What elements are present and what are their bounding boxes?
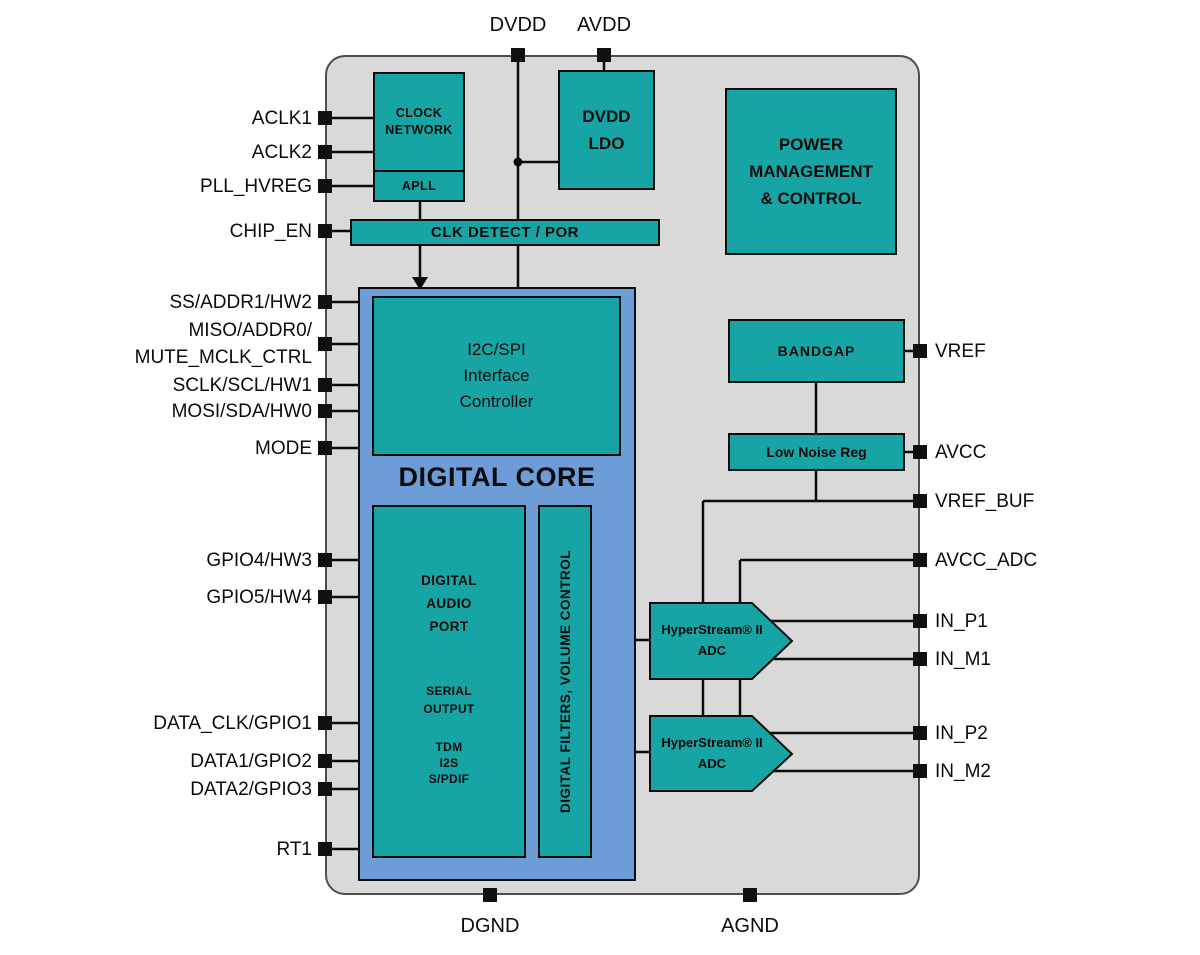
pin-pad-agnd [743,888,757,902]
pin-pad-in-p2 [913,726,927,740]
pin-pad-dvdd [511,48,525,62]
pin-pad-in-m2 [913,764,927,778]
pin-pad-aclk2 [318,145,332,159]
adc2-shape [649,715,794,792]
bandgap-block: BANDGAP [728,319,905,383]
pin-label-data-clk-gpio1: DATA_CLK/GPIO1 [153,713,312,734]
pin-label-avcc: AVCC [935,442,987,463]
apll-block: APLL [373,170,465,202]
pin-pad-rt1 [318,842,332,856]
clock-network-block: CLOCK NETWORK [373,72,465,172]
pin-label-miso-addr0-mute-mclk-ctrl: MISO/ADDR0/ MUTE_MCLK_CTRL [134,320,312,368]
adc1-shape [649,602,794,680]
pin-label-gpio4-hw3: GPIO4/HW3 [206,550,312,571]
pin-label-mosi-sda-hw0: MOSI/SDA/HW0 [171,401,312,422]
pin-pad-mode [318,441,332,455]
pin-pad-data1-gpio2 [318,754,332,768]
digital-filters-label: DIGITAL FILTERS, VOLUME CONTROL [557,550,573,813]
pin-label-pll-hvreg: PLL_HVREG [200,176,312,197]
pin-label-gpio5-hw4: GPIO5/HW4 [206,587,312,608]
pin-pad-sclk-scl-hw1 [318,378,332,392]
pin-pad-in-m1 [913,652,927,666]
pin-pad-in-p1 [913,614,927,628]
pin-label-rt1: RT1 [276,839,312,860]
audio-formats-label: TDM I2S S/PDIF [428,740,470,786]
pin-pad-miso-addr0 [318,337,332,351]
pin-pad-ss-addr1-hw2 [318,295,332,309]
pin-pad-avcc [913,445,927,459]
pin-label-in-m1: IN_M1 [935,649,991,670]
pin-pad-dgnd [483,888,497,902]
pin-label-mode: MODE [255,438,312,459]
serial-output-label: SERIAL OUTPUT [423,684,475,716]
pin-pad-pll-hvreg [318,179,332,193]
pin-label-data1-gpio2: DATA1/GPIO2 [190,751,312,772]
digital-core-label: DIGITAL CORE [398,462,596,492]
pin-pad-avcc-adc [913,553,927,567]
pin-label-in-m2: IN_M2 [935,761,991,782]
pin-pad-avdd [597,48,611,62]
pin-pad-aclk1 [318,111,332,125]
pin-pad-gpio4-hw3 [318,553,332,567]
pin-label-aclk1: ACLK1 [251,108,312,129]
pin-label-dvdd: DVDD [489,14,547,36]
pin-pad-vref [913,344,927,358]
digital-audio-port-title: DIGITAL AUDIO PORT [421,573,477,634]
pin-label-aclk2: ACLK2 [251,142,312,163]
pin-label-agnd: AGND [721,915,779,937]
pin-pad-data-clk-gpio1 [318,716,332,730]
i2c-spi-interface-block: I2C/SPI Interface Controller [372,296,621,456]
pin-label-in-p1: IN_P1 [935,611,988,632]
pin-pad-gpio5-hw4 [318,590,332,604]
digital-filters-block: DIGITAL FILTERS, VOLUME CONTROL [538,505,592,858]
pin-label-avcc-adc: AVCC_ADC [935,550,1038,571]
pin-pad-chip-en [318,224,332,238]
low-noise-reg-block: Low Noise Reg [728,433,905,471]
adc2-label: HyperStream® II ADC [661,735,763,771]
wires [332,62,913,851]
pin-pad-vref-buf [913,494,927,508]
pin-label-vref: VREF [935,341,986,362]
pin-label-ss-addr1-hw2: SS/ADDR1/HW2 [169,292,312,313]
adc1-label: HyperStream® II ADC [661,622,763,658]
pin-label-in-p2: IN_P2 [935,723,988,744]
power-management-block: POWER MANAGEMENT & CONTROL [725,88,897,255]
pin-pad-mosi-sda-hw0 [318,404,332,418]
clk-detect-por-block: CLK DETECT / POR [350,219,660,246]
pin-label-data2-gpio3: DATA2/GPIO3 [190,779,312,800]
pin-label-avdd: AVDD [576,14,632,36]
pin-label-dgnd: DGND [460,915,520,937]
digital-audio-port-block: DIGITAL AUDIO PORT SERIAL OUTPUT TDM I2S… [372,505,526,858]
pin-label-sclk-scl-hw1: SCLK/SCL/HW1 [172,375,312,396]
pin-pad-data2-gpio3 [318,782,332,796]
dvdd-ldo-block: DVDD LDO [558,70,655,190]
pin-label-vref-buf: VREF_BUF [935,491,1035,512]
arrowhead-down-icon [412,277,428,290]
junction-dot [513,157,523,167]
pin-label-chip-en: CHIP_EN [229,221,312,242]
